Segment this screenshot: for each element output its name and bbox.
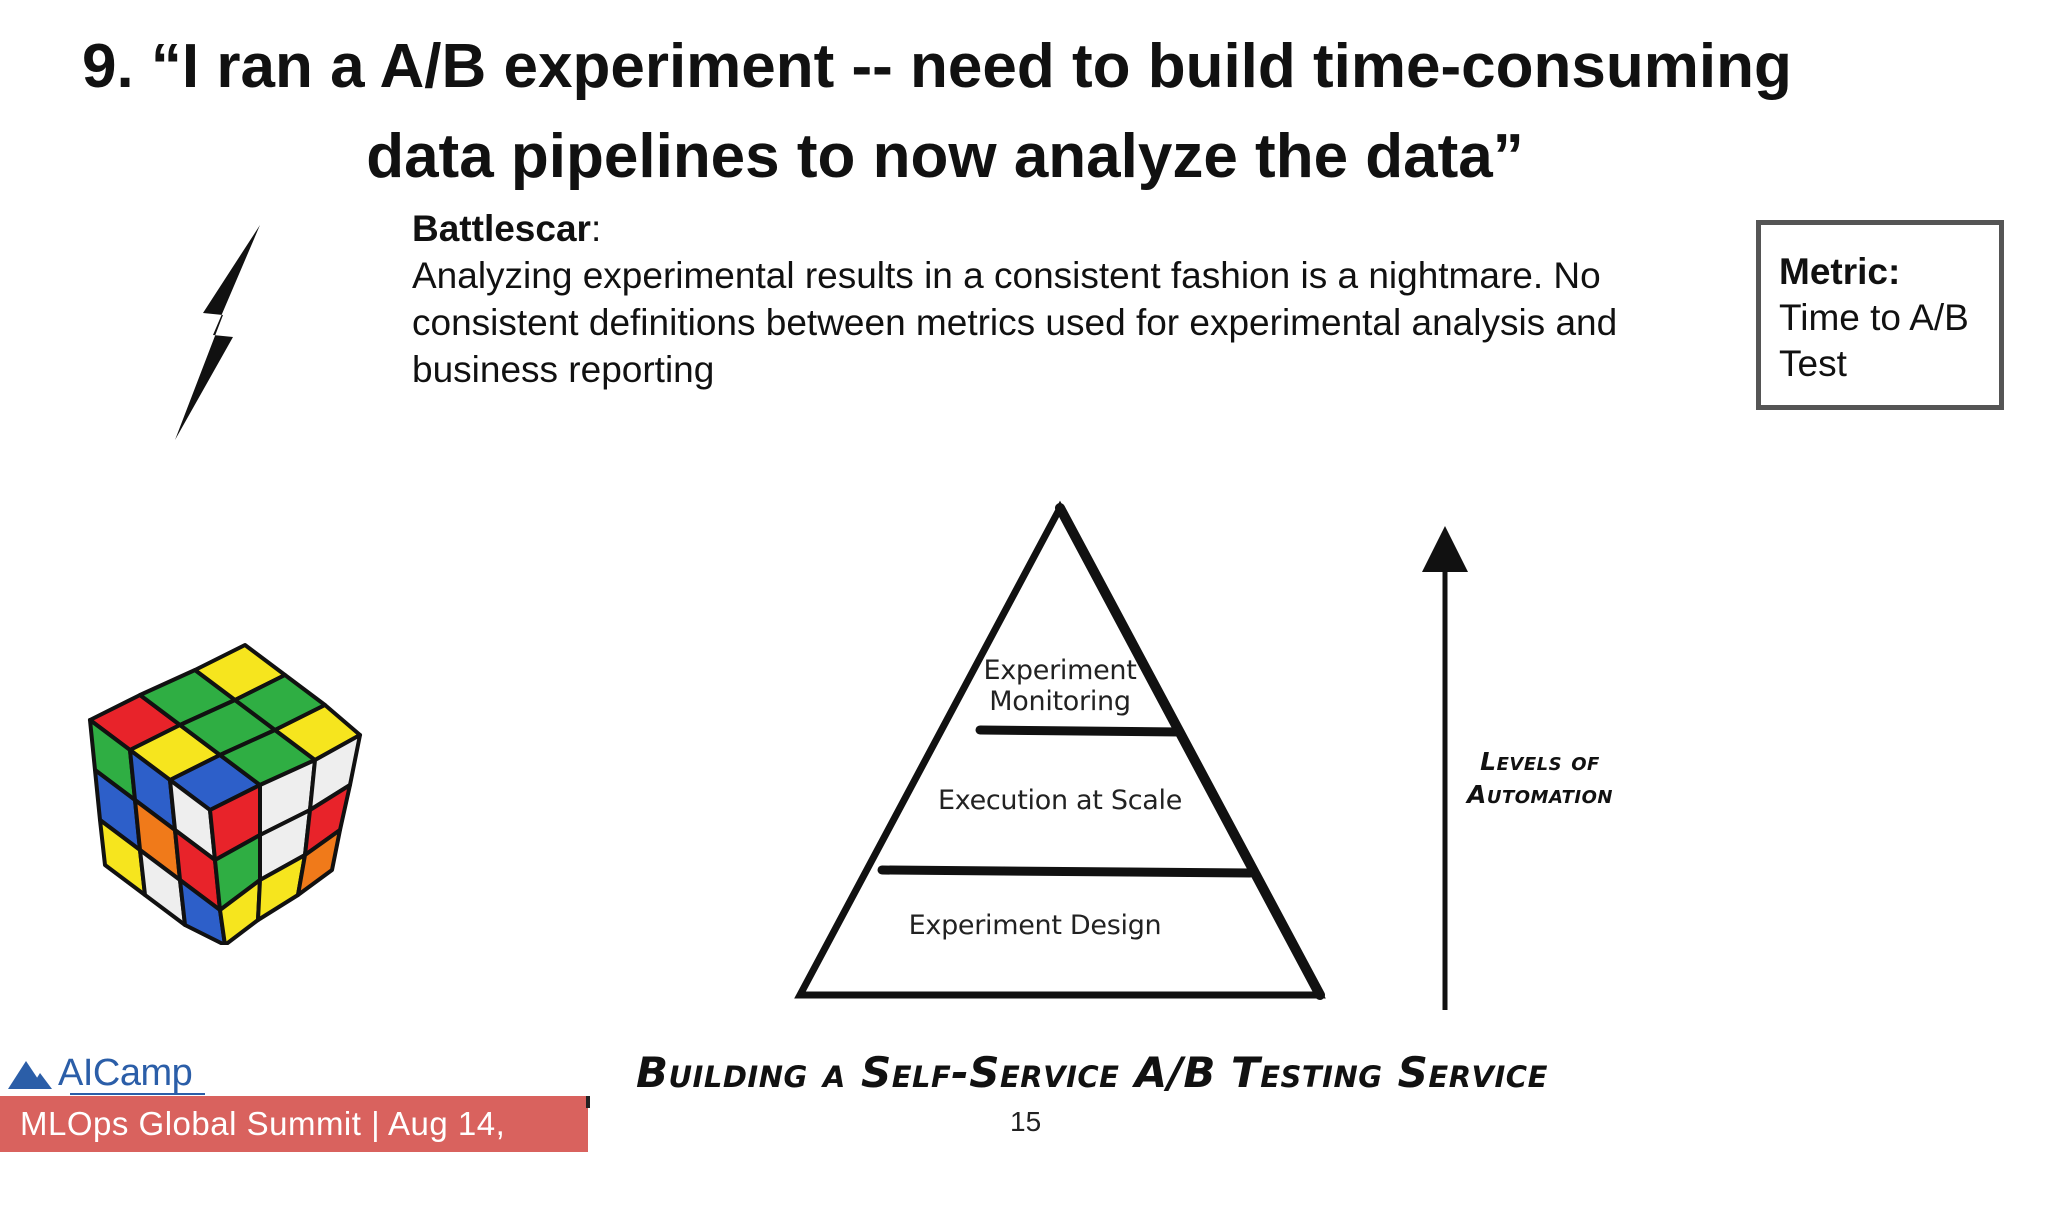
automation-pyramid — [794, 500, 1326, 1000]
arrow-up-icon — [1422, 526, 1468, 1010]
rubiks-cube-icon — [88, 643, 362, 945]
metric-box: Metric: Time to A/B Test — [1756, 220, 2004, 410]
pyramid-level-execution: Execution at Scale — [937, 785, 1183, 816]
pyramid-level-design: Experiment Design — [908, 910, 1162, 941]
levels-of-automation-line-1: Levels of — [1480, 747, 1600, 776]
aicamp-logo: AICamp — [6, 1052, 193, 1095]
battlescar-colon: : — [590, 208, 602, 249]
slide-title: 9. “I ran a A/B experiment -- need to bu… — [60, 22, 1960, 202]
pyramid-level-monitoring-line-2: Monitoring — [989, 686, 1131, 717]
slide-title-line-2: data pipelines to now analyze the data” — [366, 122, 1524, 191]
page-number: 15 — [1010, 1106, 1042, 1137]
aicamp-logo-icon — [8, 1060, 52, 1089]
event-footer-bar: MLOps Global Summit | Aug 14, 2020 — [0, 1096, 588, 1198]
diagram-caption: Building a Self-Service A/B Testing Serv… — [636, 1048, 1548, 1097]
levels-of-automation-line-2: Automation — [1466, 780, 1613, 809]
footer-divider — [586, 1096, 590, 1108]
levels-of-automation-label: Levels of Automation — [1440, 745, 1640, 811]
logo-underline — [70, 1093, 205, 1095]
battlescar-block: Battlescar: Analyzing experimental resul… — [412, 205, 1712, 393]
aicamp-logo-text: AICamp — [58, 1052, 193, 1094]
battlescar-label: Battlescar — [412, 208, 591, 249]
battlescar-text: Analyzing experimental results in a cons… — [412, 255, 1618, 390]
pyramid-level-monitoring-line-1: Experiment — [983, 655, 1137, 686]
pyramid-level-monitoring: Experiment Monitoring — [960, 655, 1160, 717]
lightning-bolt-icon — [175, 225, 260, 440]
pyramid-divider-bottom — [877, 865, 1255, 878]
slide-title-line-1: 9. “I ran a A/B experiment -- need to bu… — [82, 32, 1792, 101]
pyramid-divider-top — [975, 725, 1185, 737]
metric-value: Time to A/B Test — [1779, 297, 1969, 384]
metric-label: Metric: — [1779, 251, 1901, 292]
